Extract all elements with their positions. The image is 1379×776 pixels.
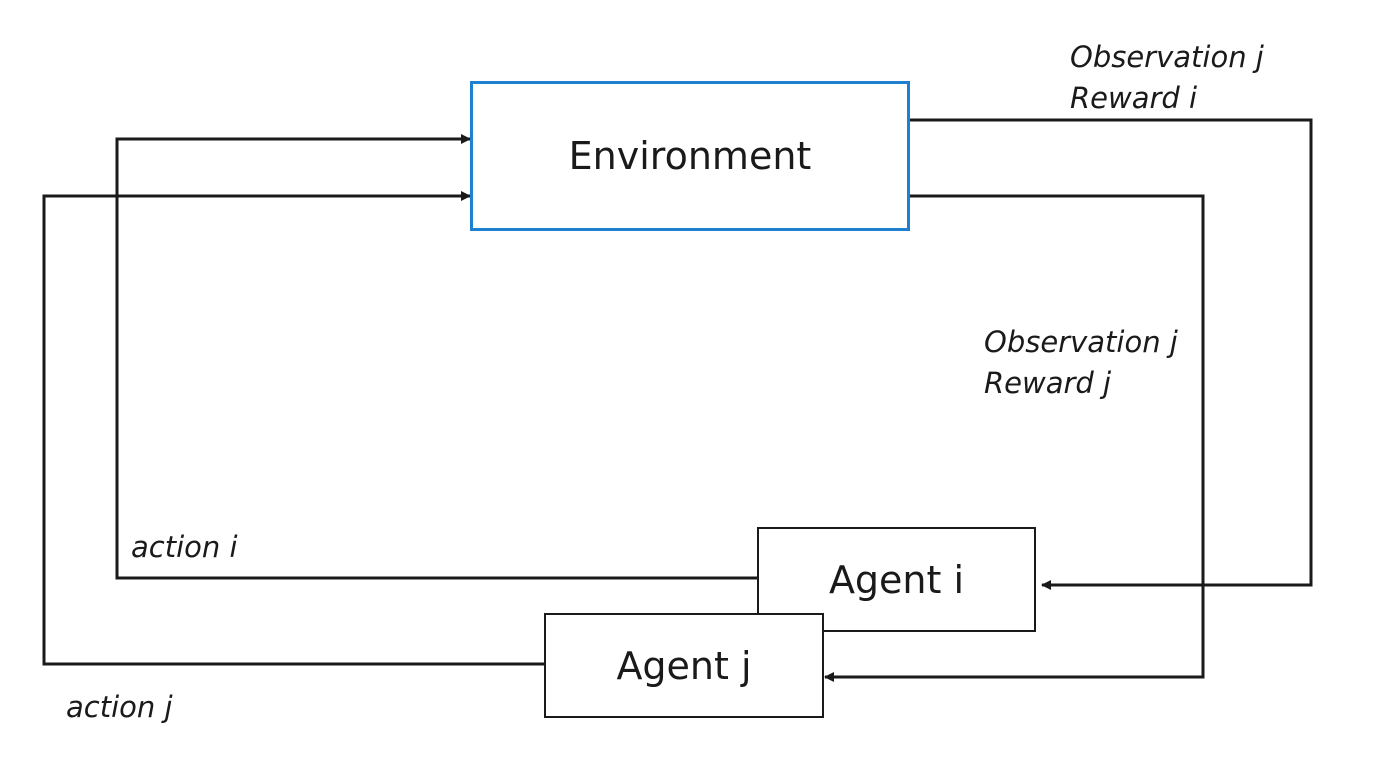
edge-agent-j-to-env [42,191,544,666]
environment-node: Environment [470,81,910,231]
edge-env-to-agent-i [910,118,1313,590]
agent-i-node-label: Agent i [828,557,965,602]
edge-label-action-i: action i [131,530,238,564]
edge-env-to-agent-j [824,194,1205,682]
edge-label-reward-i: Reward i [1070,81,1198,115]
edge-label-reward-j: Reward j [984,366,1112,400]
edge-label-action-j: action j [66,690,173,724]
environment-node-label: Environment [568,134,812,178]
edge-label-observation-to-agent-j: Observation j [984,325,1178,359]
agent-j-node: Agent j [544,613,824,718]
agent-i-node: Agent i [757,527,1036,632]
edge-agent-i-to-env [115,134,757,580]
edge-label-observation-to-agent-i: Observation j [1070,40,1264,74]
agent-j-node-label: Agent j [616,643,752,688]
